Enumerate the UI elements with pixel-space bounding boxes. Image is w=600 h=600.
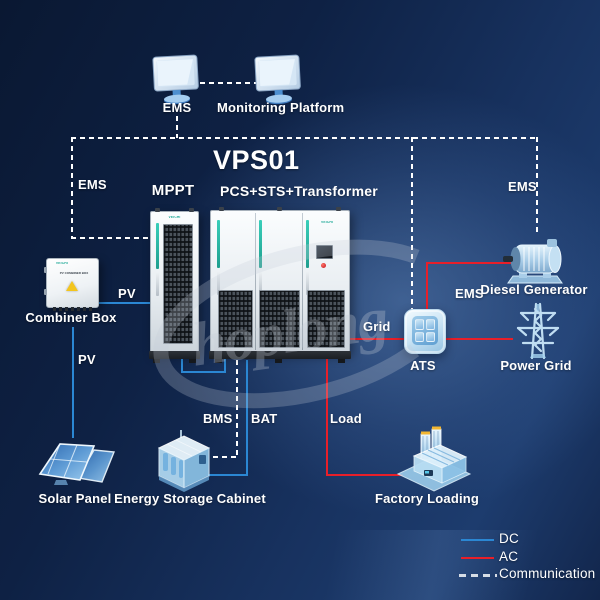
- edge-label-ems-left: EMS: [78, 177, 107, 192]
- cabinet-foot: [275, 359, 282, 363]
- edge-label-ems-right: EMS: [508, 179, 537, 194]
- ac-line-to-diesel: [426, 262, 513, 264]
- power-grid-tower-icon: [512, 299, 564, 361]
- legend-ac-label: AC: [499, 549, 519, 564]
- cabinet-base: [149, 351, 200, 359]
- comm-line-left-vertical: [71, 137, 73, 239]
- edge-label-ems-ats: EMS: [455, 286, 484, 301]
- cabinet-lug: [336, 207, 341, 211]
- cabinet-foot: [215, 359, 222, 363]
- edge-label-bat: BAT: [251, 411, 278, 426]
- cabinet-lug: [219, 207, 224, 211]
- combiner-connectors: [49, 307, 96, 312]
- emergency-stop-button: [321, 263, 326, 268]
- cabinet-handle: [306, 271, 309, 295]
- diesel-generator-icon: [503, 232, 567, 286]
- ac-line-ats-to-grid: [443, 338, 513, 340]
- pcs-vent-panel: [307, 290, 345, 348]
- combiner-brand-text: VEICHI: [55, 262, 68, 266]
- dc-line-bat-vertical: [246, 360, 248, 476]
- warning-triangle-icon: [66, 281, 78, 291]
- cabinet-accent-stripe: [259, 220, 262, 268]
- edge-label-bms: BMS: [203, 411, 233, 426]
- combiner-box-label: Combiner Box: [25, 310, 117, 325]
- legend-communication-label: Communication: [499, 566, 596, 581]
- comm-line-bms-vertical: [236, 360, 238, 458]
- ac-line-pcs-to-ats: [347, 338, 407, 340]
- energy-storage-cabinet-icon: [151, 428, 217, 496]
- cabinet-door-seam: [255, 213, 256, 350]
- pcs-vent-panel: [218, 290, 253, 348]
- comm-line-to-ats: [411, 137, 413, 309]
- box-hinge: [44, 267, 47, 273]
- comm-line-bus: [71, 137, 538, 139]
- mppt-vent-panel: [163, 224, 193, 344]
- pcs-vent-panel: [259, 290, 300, 348]
- power-grid-label: Power Grid: [500, 358, 572, 373]
- cabinet-lug: [189, 208, 194, 212]
- legend-ac-swatch: [461, 557, 494, 559]
- box-hinge: [44, 289, 47, 295]
- ac-line-load-horizontal: [326, 474, 403, 476]
- ats-label: ATS: [410, 358, 436, 373]
- dc-line-u-right: [224, 357, 226, 373]
- diesel-generator-label: Diesel Generator: [480, 282, 588, 297]
- hmi-screen: [316, 245, 333, 259]
- comm-line-monitors: [200, 82, 256, 84]
- monitoring-platform-icon: [253, 52, 305, 108]
- combiner-panel-text: PV COMBINER BOX: [59, 272, 89, 275]
- cabinet-foot: [338, 359, 345, 363]
- dc-line-u-bottom: [181, 371, 226, 373]
- comm-line-bms-horizontal: [213, 456, 238, 458]
- cabinet-lug: [277, 207, 282, 211]
- cabinet-door-seam: [302, 213, 303, 350]
- cabinet-accent-stripe: [306, 220, 309, 268]
- ems-monitor-icon: [151, 52, 203, 108]
- legend-dc-label: DC: [499, 531, 519, 546]
- cabinet-foot: [153, 359, 160, 363]
- ac-line-load-vertical: [326, 357, 328, 476]
- cabinet-handle: [156, 272, 159, 296]
- legend-communication-swatch: [459, 574, 497, 577]
- cabinet-accent-stripe: [217, 220, 220, 268]
- legend-dc-swatch: [461, 539, 494, 541]
- cabinet-foot: [189, 359, 196, 363]
- pcs-sts-transformer-cabinet: VEICHI: [209, 207, 351, 363]
- comm-line-to-diesel: [536, 137, 538, 235]
- combiner-box: VEICHI PV COMBINER BOX: [44, 258, 99, 311]
- factory-loading-icon: [396, 422, 472, 494]
- edge-label-pv-horizontal: PV: [118, 286, 136, 301]
- ats-switch-icon: [404, 309, 446, 354]
- energy-storage-cabinet-label: Energy Storage Cabinet: [114, 491, 266, 506]
- cabinet-handle: [217, 271, 220, 295]
- pcs-brand-text: VEICHI: [321, 221, 333, 225]
- mppt-section-label: MPPT: [151, 182, 195, 199]
- cabinet-handle: [259, 271, 262, 295]
- diagram-title: VPS01: [213, 145, 300, 175]
- edge-label-pv-vertical: PV: [78, 352, 96, 367]
- factory-loading-label: Factory Loading: [374, 491, 480, 506]
- solar-panel-icon: [36, 432, 116, 490]
- ems-monitor-label: EMS: [162, 100, 192, 115]
- monitoring-platform-label: Monitoring Platform: [217, 100, 345, 115]
- edge-label-grid: Grid: [363, 319, 391, 334]
- dc-line-pv-to-solar: [72, 327, 74, 438]
- pcs-section-label: PCS+STS+Transformer: [220, 183, 378, 199]
- dc-line-pv-to-mppt: [97, 302, 152, 304]
- solar-panel-label: Solar Panel: [38, 491, 112, 506]
- mppt-cabinet: VEICHI: [149, 208, 200, 363]
- edge-label-load: Load: [330, 411, 362, 426]
- dc-line-u-left: [181, 357, 183, 373]
- mppt-brand-text: VEICHI: [168, 216, 181, 220]
- comm-line-ems-drop: [176, 116, 178, 138]
- ac-line-ats-up: [426, 262, 428, 311]
- cabinet-base: [209, 351, 351, 359]
- comm-line-to-mppt: [71, 237, 152, 239]
- dc-line-bat-horizontal: [208, 474, 248, 476]
- cabinet-accent-stripe: [156, 223, 159, 269]
- cabinet-lug: [155, 208, 160, 212]
